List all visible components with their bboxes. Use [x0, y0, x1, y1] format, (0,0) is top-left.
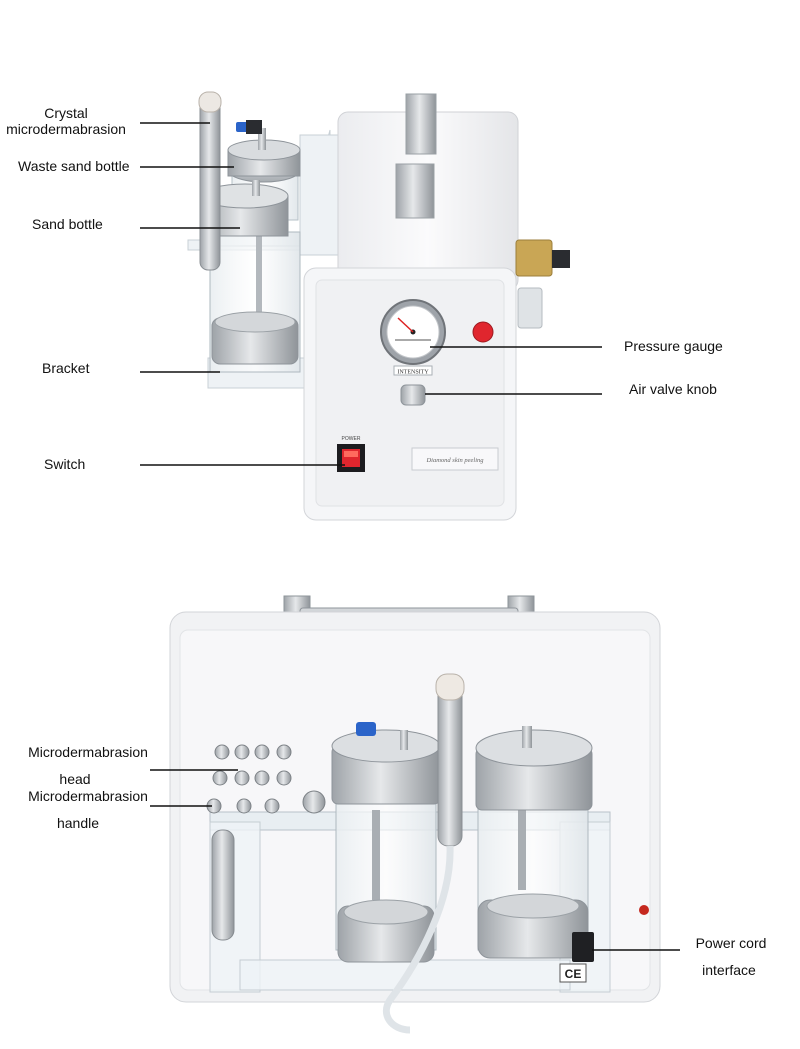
power-switch[interactable]	[337, 444, 365, 472]
microdermabrasion-heads	[206, 744, 326, 814]
label-head-line1: Microdermabrasion	[28, 744, 148, 760]
power-cord-interface[interactable]	[572, 932, 594, 962]
intensity-text: INTENSITY	[397, 370, 429, 376]
right-bottle	[475, 726, 593, 959]
top-leader-lines	[140, 122, 602, 466]
label-switch: Switch	[44, 456, 86, 472]
bottom-leader-lines	[150, 769, 680, 951]
left-bottle	[331, 722, 441, 963]
label-sand-bottle: Sand bottle	[32, 216, 103, 232]
label-power-line2: interface	[702, 962, 756, 978]
sand-bottle	[201, 180, 301, 373]
fuse-dot	[639, 905, 649, 915]
indicator-light	[472, 321, 494, 343]
label-head-line2: head	[59, 771, 91, 787]
label-power-line1: Power cord	[695, 935, 767, 951]
blue-air-fitting	[236, 120, 262, 134]
script-label-text: Diamond skin peeling	[425, 457, 484, 464]
ce-badge	[559, 963, 587, 983]
label-crystal-line2: microdermabrasion	[6, 121, 126, 137]
air-valve-knob[interactable]	[400, 384, 426, 406]
label-pressure-gauge: Pressure gauge	[624, 338, 723, 354]
label-air-valve-knob: Air valve knob	[629, 381, 717, 397]
label-crystal-microdermabrasion: Crystal microdermabrasion	[6, 105, 126, 137]
intensity-plate	[393, 365, 433, 376]
label-handle-line2: handle	[56, 815, 100, 831]
top-device: INTENSITY POWER Diamond skin peeling	[187, 91, 570, 521]
microdermabrasion-handle	[211, 829, 235, 941]
crystal-handle	[198, 91, 222, 271]
crystal-handpiece	[382, 673, 465, 1034]
pressure-gauge	[380, 299, 446, 365]
label-waste-sand-bottle: Waste sand bottle	[18, 158, 130, 174]
label-handle-line1: Microdermabrasion	[28, 788, 148, 804]
bottom-device: CE	[169, 595, 661, 1034]
power-text: POWER	[342, 436, 361, 442]
ce-mark: CE	[565, 967, 582, 981]
label-bracket: Bracket	[42, 360, 90, 376]
script-label-plate	[411, 447, 499, 471]
label-crystal-line1: Crystal	[44, 105, 88, 121]
